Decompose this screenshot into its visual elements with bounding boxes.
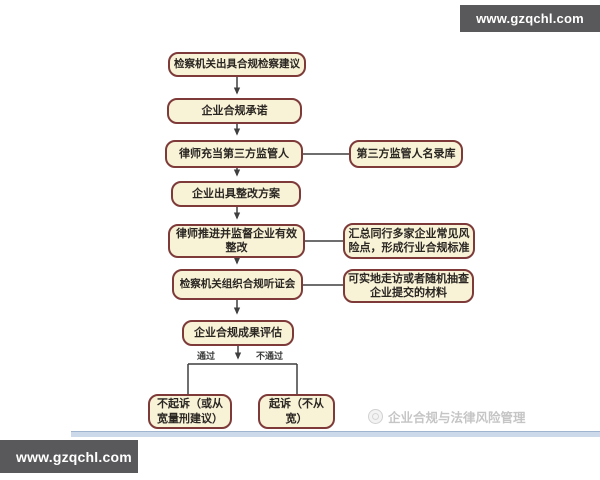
watermark-logo-icon [368, 408, 383, 424]
step-lawyer-supervise-rectification: 律师推进并监督企业有效 整改 [168, 224, 305, 258]
watermark: 企业合规与法律风险管理 [368, 406, 526, 426]
outcome-prosecution: 起诉（不从 宽） [258, 394, 335, 429]
note-industry-compliance-standard: 汇总同行多家企业常见风 险点，形成行业合规标准 [343, 223, 475, 259]
step-compliance-commitment: 企业合规承诺 [167, 98, 302, 124]
branch-label-fail: 不通过 [256, 351, 284, 361]
outcome-non-prosecution: 不起诉（或从 宽量刑建议） [148, 394, 232, 429]
step-lawyer-third-party-supervisor: 律师充当第三方监管人 [165, 140, 303, 168]
note-site-visit-spot-check: 可实地走访或者随机抽查 企业提交的材料 [343, 269, 474, 303]
watermark-text: 企业合规与法律风险管理 [388, 410, 526, 425]
bottom-divider-line [71, 431, 600, 437]
step-procuratorate-recommendation: 检察机关出具合规检察建议 [168, 52, 306, 77]
site-url-badge-top: www.gzqchl.com [460, 5, 600, 32]
note-supervisor-directory: 第三方监管人名录库 [349, 140, 463, 168]
step-compliance-hearing: 检察机关组织合规听证会 [172, 269, 303, 300]
step-rectification-plan: 企业出具整改方案 [171, 181, 301, 207]
step-compliance-evaluation: 企业合规成果评估 [182, 320, 294, 346]
site-url-badge-bottom: www.gzqchl.com [0, 440, 138, 473]
branch-label-pass: 通过 [197, 351, 216, 361]
